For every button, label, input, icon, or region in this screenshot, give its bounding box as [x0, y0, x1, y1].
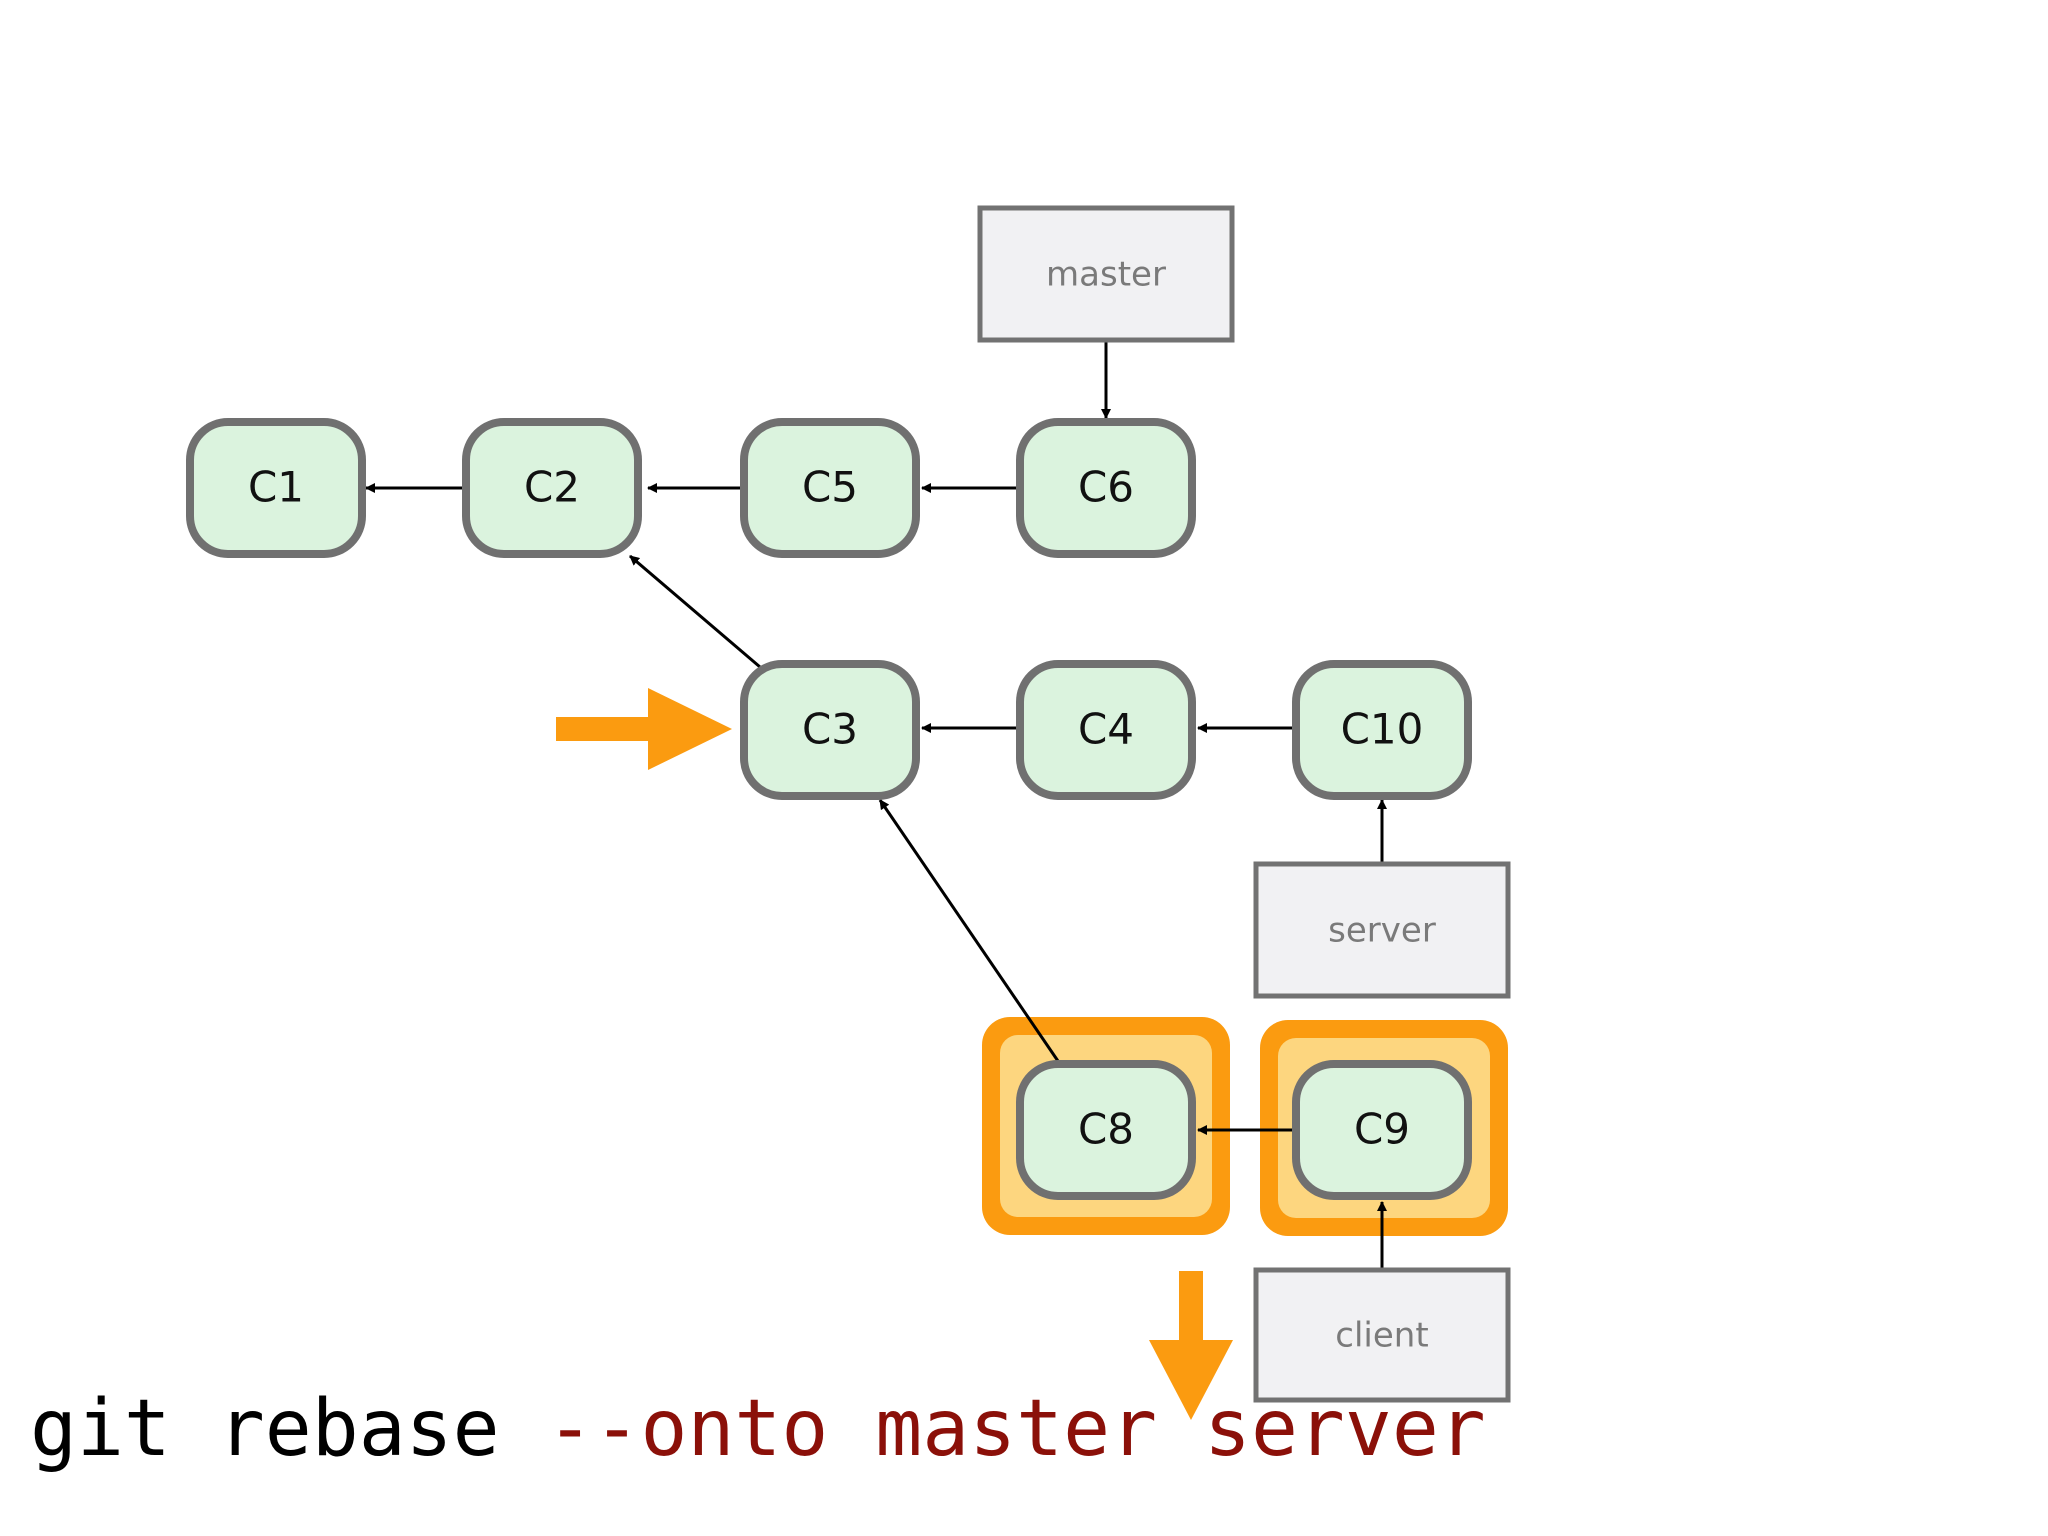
- branch-master-label: master: [1046, 255, 1166, 295]
- command-args: --onto master server: [546, 1384, 1486, 1474]
- commit-c6-label: C6: [1078, 463, 1134, 512]
- branch-server: server: [1253, 861, 1511, 999]
- commit-c6: C6: [1016, 418, 1196, 558]
- commit-c8-label: C8: [1078, 1105, 1134, 1154]
- edge-c3-c2: [629, 554, 761, 669]
- orange-arrow-down-icon: [1149, 1271, 1233, 1420]
- commit-c2-label: C2: [524, 463, 580, 512]
- orange-arrow-right-icon: [556, 688, 732, 770]
- commit-c1-label: C1: [248, 463, 304, 512]
- commit-c2: C2: [462, 418, 642, 558]
- commit-edges: [365, 340, 1387, 1268]
- commit-c3-label: C3: [802, 705, 858, 754]
- commit-c9-label: C9: [1354, 1105, 1410, 1154]
- commit-c4: C4: [1016, 660, 1196, 800]
- commit-c1: C1: [186, 418, 366, 558]
- commit-c3: C3: [740, 660, 920, 800]
- branch-client: client: [1253, 1267, 1511, 1403]
- branch-master: master: [977, 205, 1235, 343]
- commit-c5: C5: [740, 418, 920, 558]
- commit-c5-label: C5: [802, 463, 858, 512]
- command-base: git rebase: [30, 1384, 547, 1474]
- commit-c10-label: C10: [1341, 705, 1424, 754]
- commit-c9: C9: [1292, 1060, 1472, 1200]
- command-text: git rebase --onto master server: [30, 1390, 1486, 1468]
- commit-c10: C10: [1292, 660, 1472, 800]
- edge-c8-c3: [878, 799, 1062, 1065]
- commit-c4-label: C4: [1078, 705, 1134, 754]
- branch-server-label: server: [1328, 911, 1436, 951]
- commit-c8: C8: [1016, 1060, 1196, 1200]
- branch-client-label: client: [1335, 1316, 1428, 1356]
